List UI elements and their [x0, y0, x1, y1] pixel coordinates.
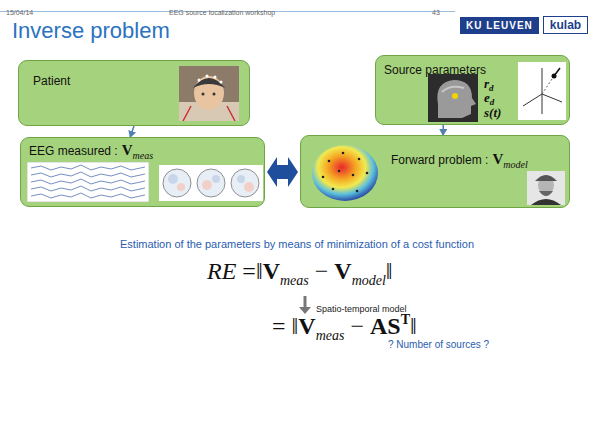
label-text: V	[298, 313, 315, 339]
header-date: 15/04/14	[6, 1, 33, 19]
label-text: Spatio-temporal model	[316, 304, 407, 314]
label-text: −	[315, 258, 329, 284]
node-text: Patient	[33, 74, 70, 88]
node-text: model	[503, 159, 527, 170]
node-text: Source parameters	[384, 63, 486, 77]
node-text: e	[484, 90, 490, 105]
label-text: EEG source localization workshop	[169, 9, 275, 16]
label-text: ? Number of sources ?	[388, 339, 489, 350]
description: Estimation of the parameters by means of…	[120, 234, 474, 252]
label-text: ‖	[386, 258, 393, 284]
double-arrow	[267, 157, 298, 187]
text-line: s(t)	[484, 103, 501, 121]
label-text: ‖	[292, 313, 299, 339]
text-line: EEG measured : Vmeas	[29, 141, 153, 161]
text-line: Patient	[33, 71, 74, 89]
eeg-measured-box: EEG measured : Vmeas	[20, 137, 265, 207]
down-arrow-head	[299, 307, 311, 314]
label-text: 43	[432, 9, 440, 16]
forward-problem-box: Forward problem : Vmodel	[300, 135, 570, 208]
label-text: Estimation of the parameters by means of…	[120, 238, 474, 250]
portrait	[527, 171, 565, 205]
text-line: Forward problem : Vmodel	[391, 150, 528, 170]
header-event: EEG source localization workshop	[169, 1, 275, 19]
connector-arrow	[442, 125, 444, 135]
node-text: meas	[133, 150, 154, 161]
label-text: V	[263, 258, 280, 284]
label-text: −	[350, 313, 364, 339]
node-text: s(t)	[484, 105, 501, 120]
head-model	[309, 141, 381, 203]
node-text: Forward problem :	[391, 153, 488, 167]
label-text: 15/04/14	[6, 9, 33, 16]
label-text: model	[352, 273, 386, 288]
label-text: kulab	[543, 16, 588, 34]
equation: RE=‖Vmeas−Vmodel‖	[207, 258, 393, 289]
label-text: RE	[207, 258, 236, 284]
label-text: T	[401, 312, 410, 327]
dipole-coordinates	[518, 62, 566, 120]
node-text: EEG measured :	[29, 144, 118, 158]
page-number: 43	[432, 1, 440, 19]
eeg-traces	[27, 162, 149, 202]
label-text: =	[242, 258, 256, 284]
label-text: KU LEUVEN	[460, 17, 539, 34]
node-text: V	[122, 142, 133, 158]
label-text: V	[334, 258, 351, 284]
label-text: =	[272, 313, 286, 339]
label-text: meas	[316, 328, 345, 343]
label-text: AS	[370, 313, 401, 339]
patient-photo	[179, 66, 239, 121]
node-text: V	[492, 151, 503, 167]
slide-title: Inverse problem	[12, 18, 170, 44]
head-illustration	[428, 74, 478, 122]
patient-box: Patient	[18, 60, 250, 126]
topographic-maps	[159, 165, 263, 201]
connector-arrow	[130, 126, 134, 137]
label-text: meas	[280, 273, 309, 288]
question-note: ? Number of sources ?	[388, 334, 489, 352]
down-arrow	[304, 296, 307, 308]
label-text: ‖	[410, 313, 417, 339]
logo: KU LEUVENkulab	[460, 15, 588, 33]
text-line: ed	[484, 88, 494, 107]
text-line: Source parameters	[384, 60, 490, 78]
node-text: r	[484, 76, 489, 91]
label-text: ‖	[256, 258, 263, 284]
source-parameters-box: Source parametersrdeds(t)	[375, 55, 570, 125]
